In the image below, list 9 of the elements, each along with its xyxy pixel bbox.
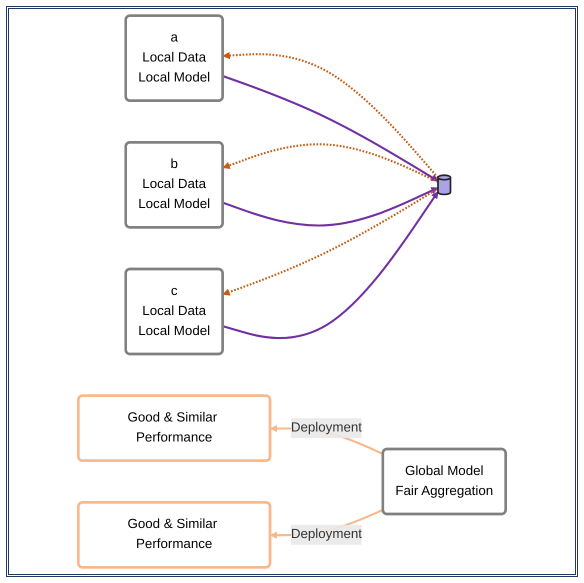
arrow (222, 75, 438, 182)
arrow (222, 191, 438, 340)
arrow (222, 188, 439, 296)
arrow (222, 52, 439, 178)
edge-label: Deployment (290, 420, 362, 435)
arrow (222, 143, 438, 183)
arrow (222, 187, 438, 226)
edge-label: Deployment (290, 527, 362, 542)
node-cylinder (437, 174, 452, 196)
